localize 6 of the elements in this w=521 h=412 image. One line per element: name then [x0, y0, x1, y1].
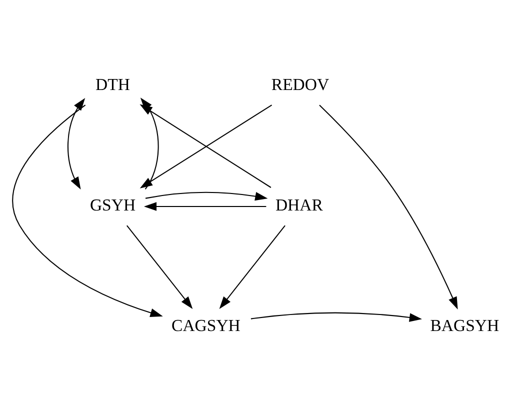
- node-text: DHAR: [275, 194, 323, 214]
- node-text: REDOV: [271, 74, 330, 94]
- node-text: BAGSYH: [430, 315, 500, 334]
- node-text: GSYH: [90, 194, 136, 214]
- node-text: DTH: [96, 74, 130, 94]
- node-text: CAGSYH: [172, 315, 240, 334]
